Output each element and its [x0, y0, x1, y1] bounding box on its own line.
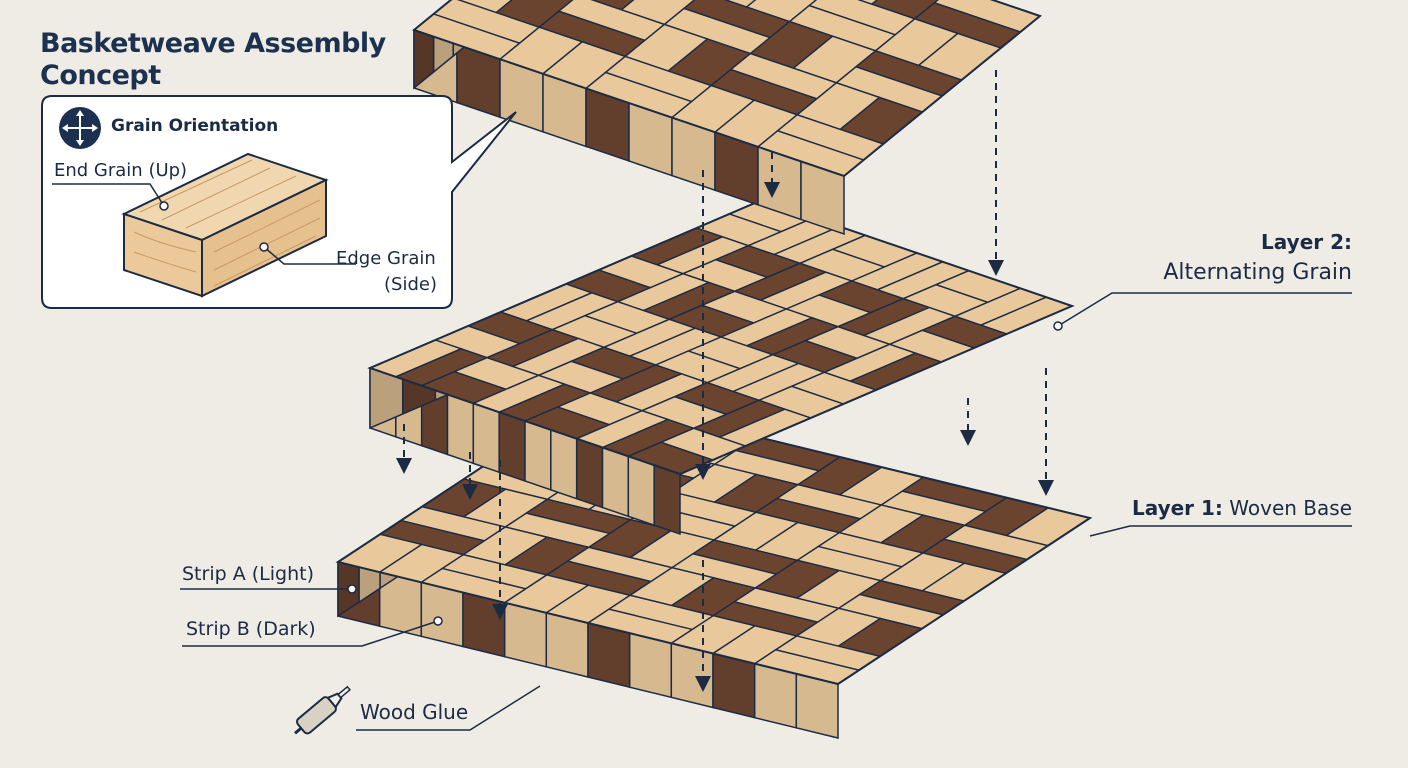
wood-glue-label: Wood Glue: [360, 700, 469, 724]
inset-heading: Grain Orientation: [111, 116, 279, 136]
layer2-alternating-slab: [367, 198, 1075, 536]
layer1-name: Layer 1:: [1131, 496, 1223, 520]
assembly-guide-arrows: [396, 70, 1054, 692]
slab-front-strip: [627, 455, 655, 527]
inset-leader-lines: [52, 183, 356, 265]
top-layer-slab: [411, 0, 1043, 236]
edge-grain-sublabel: (Side): [384, 274, 437, 295]
end-grain-label: End Grain (Up): [54, 160, 188, 181]
layer1-description: Woven Base: [1229, 496, 1352, 520]
slab-front-strip: [472, 402, 500, 474]
label-leader-lines: [180, 292, 1352, 731]
strip-b-label: Strip B (Dark): [186, 618, 316, 640]
sample-wood-block: [121, 152, 329, 298]
strip-a-label: Strip A (Light): [182, 563, 314, 585]
layer2-label: Layer 2:: [1261, 230, 1352, 254]
slab-front-strip: [575, 437, 604, 509]
edge-grain-label: Edge Grain: [336, 248, 436, 269]
slab-front-strip: [653, 464, 681, 536]
slab-front-strip: [550, 428, 578, 500]
slab-front-strip: [524, 419, 552, 491]
layer1-label: Layer 1: Woven Base: [1132, 496, 1352, 520]
move-arrows-icon: [59, 107, 101, 149]
glue-bottle-icon: [294, 685, 351, 735]
slab-front-strip: [601, 446, 630, 518]
layer2-name: Layer 2:: [1261, 230, 1352, 254]
slab-front-strip: [498, 411, 526, 483]
page-title: Basketweave Assembly Concept: [40, 28, 386, 91]
layer2-description: Alternating Grain: [1163, 260, 1352, 285]
grain-orientation-inset: [41, 95, 517, 309]
